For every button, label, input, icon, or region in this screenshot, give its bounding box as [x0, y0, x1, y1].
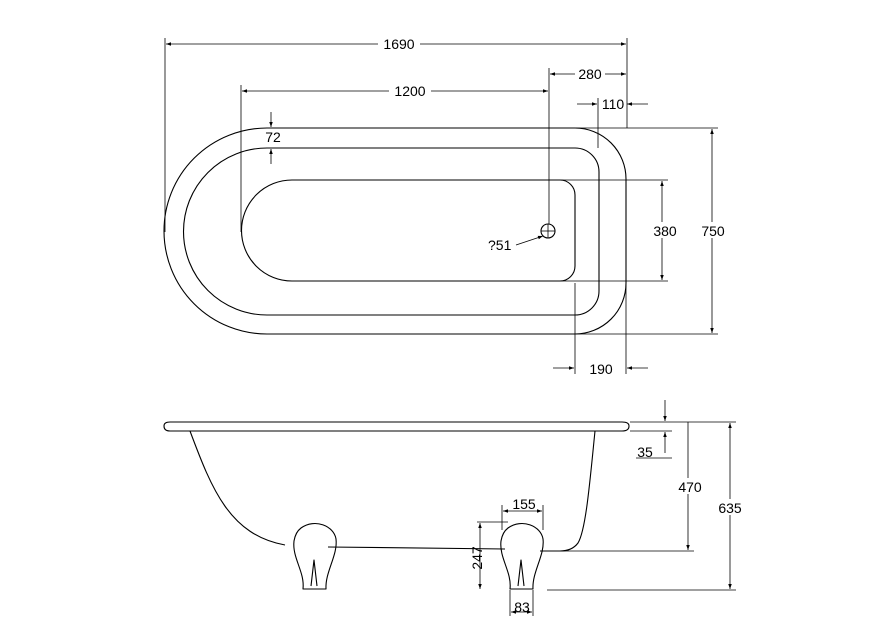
end-offset-label: 110 [602, 96, 625, 112]
dim-overall-length: 1690 [164, 36, 628, 232]
right-foot-icon [500, 523, 544, 590]
tub-body-outline [189, 430, 286, 546]
depth-label: 470 [678, 479, 702, 495]
inner-width-label: 380 [653, 223, 677, 239]
tub-base-line [327, 546, 506, 550]
plan-outer-outline [163, 127, 627, 335]
overall-width-label: 750 [701, 223, 725, 239]
tub-body-right-outline [540, 430, 596, 552]
waste-outlet-icon [540, 223, 556, 239]
overall-height-label: 635 [718, 500, 742, 516]
rim-thickness-label: 35 [637, 444, 653, 460]
dim-inner-width: 380 [547, 179, 680, 282]
left-foot-icon [293, 523, 337, 590]
plan-basin-outline [241, 179, 576, 282]
plan-view [163, 127, 627, 335]
dim-end-offset: 110 [577, 96, 648, 148]
waste-diameter-label: ?51 [488, 237, 512, 253]
elevation-view [163, 421, 630, 590]
foot-width-label: 83 [514, 599, 530, 615]
overall-length-label: 1690 [383, 36, 414, 52]
plan-rim-inner-outline [183, 147, 600, 316]
foot-height-label: 247 [469, 546, 485, 570]
foot-spacing-label: 155 [512, 496, 536, 512]
dim-overall-width: 750 [576, 127, 728, 335]
dim-depth: 470 [546, 422, 706, 552]
dim-rim-width: 72 [262, 112, 286, 164]
dim-overall-height: 635 [547, 421, 746, 591]
dim-inner-length: 1200 [240, 83, 548, 232]
end-width-label: 190 [589, 361, 613, 377]
dim-end-width: 190 [553, 283, 648, 377]
dim-waste-offset: 280 [548, 66, 626, 224]
dim-foot-width: 83 [509, 590, 534, 616]
rim-outline [163, 421, 630, 432]
dim-foot-height: 247 [469, 521, 508, 589]
waste-offset-label: 280 [578, 66, 602, 82]
dim-foot-spacing: 155 [501, 496, 544, 530]
dim-waste-diameter: ?51 [488, 235, 544, 253]
inner-length-label: 1200 [394, 83, 425, 99]
rim-width-label: 72 [265, 129, 281, 145]
dim-rim-thickness: 35 [630, 400, 672, 460]
